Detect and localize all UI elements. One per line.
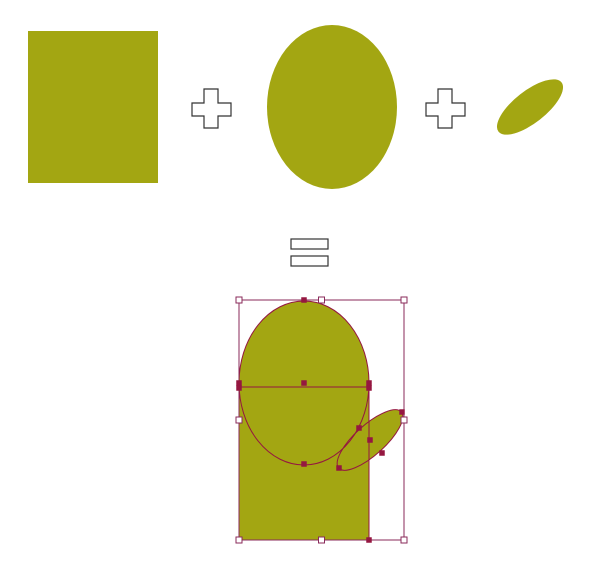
anchor-point[interactable]: [301, 461, 307, 467]
anchor-point[interactable]: [301, 380, 307, 386]
handle-middle-right[interactable]: [400, 416, 408, 424]
handle-bottom-middle[interactable]: [318, 536, 325, 544]
anchor-point[interactable]: [399, 409, 405, 415]
bounding-box-handles[interactable]: [235, 296, 408, 544]
handle-top-left[interactable]: [235, 296, 243, 304]
anchor-point[interactable]: [379, 450, 385, 456]
rectangle-shape: [28, 31, 158, 183]
anchor-point[interactable]: [236, 380, 242, 386]
plus-icon: [425, 88, 466, 129]
equals-icon: [290, 238, 329, 267]
anchor-point[interactable]: [356, 425, 362, 431]
ellipse-shape: [267, 25, 397, 189]
handle-bottom-left[interactable]: [235, 536, 243, 544]
anchor-point[interactable]: [366, 537, 372, 543]
rotated-ellipse-shape: [496, 79, 564, 135]
anchor-points[interactable]: [236, 297, 405, 543]
handle-top-right[interactable]: [400, 296, 408, 304]
plus-icon: [191, 88, 232, 129]
anchor-point[interactable]: [366, 380, 372, 386]
anchor-point[interactable]: [301, 297, 307, 303]
anchor-point[interactable]: [236, 385, 242, 391]
anchor-point[interactable]: [366, 385, 372, 391]
handle-middle-left[interactable]: [235, 416, 243, 424]
merged-result-shape: [239, 301, 403, 540]
anchor-point[interactable]: [336, 465, 342, 471]
anchor-point[interactable]: [367, 437, 373, 443]
handle-top-middle[interactable]: [318, 296, 325, 304]
handle-bottom-right[interactable]: [400, 536, 408, 544]
merged-body: [239, 301, 369, 540]
